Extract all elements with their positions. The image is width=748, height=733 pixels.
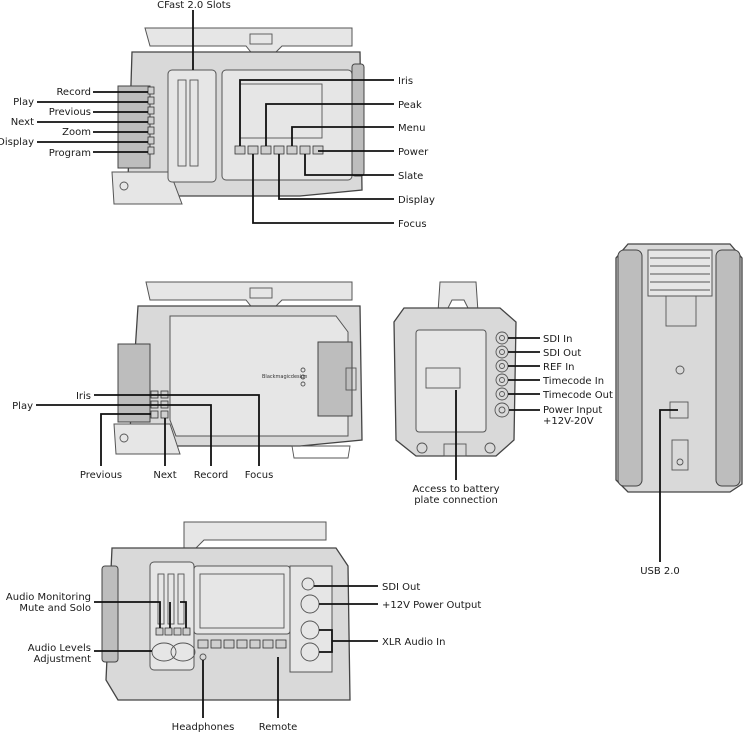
- display-left-label: Display: [0, 137, 34, 148]
- side-focus-label: Focus: [245, 470, 274, 481]
- top-lcd-button-row: [234, 145, 324, 155]
- slate-label: Slate: [398, 171, 423, 182]
- side-iris-label: Iris: [76, 391, 91, 402]
- audio-monitoring-label-line1: Audio Monitoring: [6, 592, 91, 603]
- top-left-button-column: [147, 86, 155, 155]
- timecode-out-label: Timecode Out: [542, 390, 613, 401]
- audio-levels-label-line2: Adjustment: [34, 654, 91, 665]
- next-label: Next: [11, 117, 34, 128]
- usb-label: USB 2.0: [640, 566, 680, 577]
- focus-label: Focus: [398, 219, 427, 230]
- audio-monitoring-label-line2: Mute and Solo: [19, 603, 91, 614]
- sdi-out-label: SDI Out: [543, 348, 581, 359]
- battery-access-label-line2: plate connection: [414, 495, 498, 506]
- side-camera-view: Blackmagicdesign Iris Play Previous Next…: [12, 281, 363, 481]
- side-previous-label: Previous: [80, 470, 122, 481]
- audio-sdi-out-label: SDI Out: [382, 582, 420, 593]
- bottom-camera-view: USB 2.0: [615, 243, 743, 577]
- audio-mute-solo-buttons: [155, 627, 191, 636]
- zoom-label: Zoom: [62, 127, 91, 138]
- brand-logo-text: Blackmagicdesign: [262, 374, 307, 380]
- menu-label: Menu: [398, 123, 425, 134]
- record-label: Record: [56, 87, 91, 98]
- play-label: Play: [13, 97, 34, 108]
- peak-label: Peak: [398, 100, 422, 111]
- audio-lcd-button-row: [197, 639, 287, 649]
- battery-access-label-line1: Access to battery: [412, 484, 499, 495]
- timecode-in-label: Timecode In: [542, 376, 604, 387]
- remote-label: Remote: [259, 722, 298, 733]
- power-input-label: Power Input: [543, 405, 602, 416]
- cfast-slots-label: CFast 2.0 Slots: [157, 0, 231, 11]
- xlr-audio-in-label: XLR Audio In: [382, 637, 445, 648]
- side-next-label: Next: [153, 470, 176, 481]
- headphones-label: Headphones: [172, 722, 235, 733]
- display-right-label: Display: [398, 195, 435, 206]
- side-record-label: Record: [194, 470, 229, 481]
- program-label: Program: [49, 148, 91, 159]
- ref-in-label: REF In: [543, 362, 574, 373]
- audio-levels-label-line1: Audio Levels: [28, 643, 91, 654]
- audio-camera-view: Audio Monitoring Mute and Solo Audio Lev…: [6, 521, 481, 733]
- previous-label: Previous: [49, 107, 91, 118]
- power-output-label: +12V Power Output: [382, 600, 481, 611]
- iris-label: Iris: [398, 76, 413, 87]
- top-camera-view: CFast 2.0 Slots Record Play Previous Nex…: [0, 0, 435, 230]
- power-range-label: +12V-20V: [543, 416, 594, 427]
- power-label: Power: [398, 147, 429, 158]
- rear-camera-view: SDI In SDI Out REF In Timecode In Timeco…: [393, 281, 613, 506]
- sdi-in-label: SDI In: [543, 334, 572, 345]
- side-play-label: Play: [12, 401, 33, 412]
